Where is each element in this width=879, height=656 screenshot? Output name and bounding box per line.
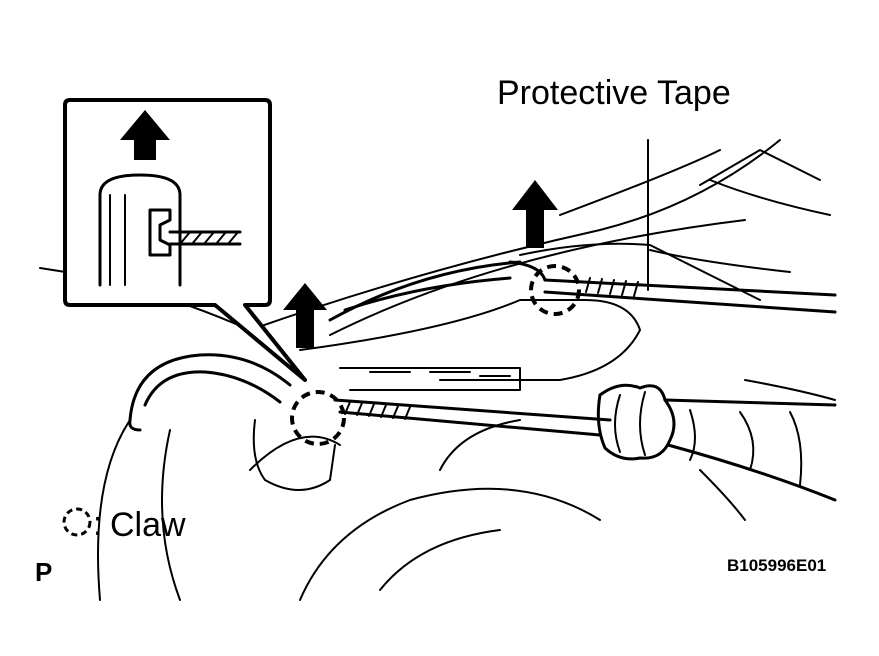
claw-legend: : Claw: [62, 505, 186, 544]
claw-legend-colon: :: [93, 505, 102, 543]
detail-inset: [63, 98, 307, 382]
trim-panel: [128, 260, 547, 432]
claw-legend-label: Claw: [110, 506, 186, 544]
claw-marker-rear: [529, 264, 581, 316]
figure-code: B105996E01: [727, 556, 826, 575]
dashed-circle-icon: [62, 507, 92, 537]
screwdriver-front: [333, 383, 837, 502]
corner-letter: P: [35, 557, 52, 587]
up-arrow-icon: [283, 283, 327, 348]
up-arrow-icon: [512, 180, 558, 248]
protective-tape-label: Protective Tape: [497, 74, 731, 112]
screwdriver-rear: [543, 277, 837, 314]
claw-marker-front: [290, 390, 346, 446]
up-arrow-icon: [120, 110, 170, 160]
